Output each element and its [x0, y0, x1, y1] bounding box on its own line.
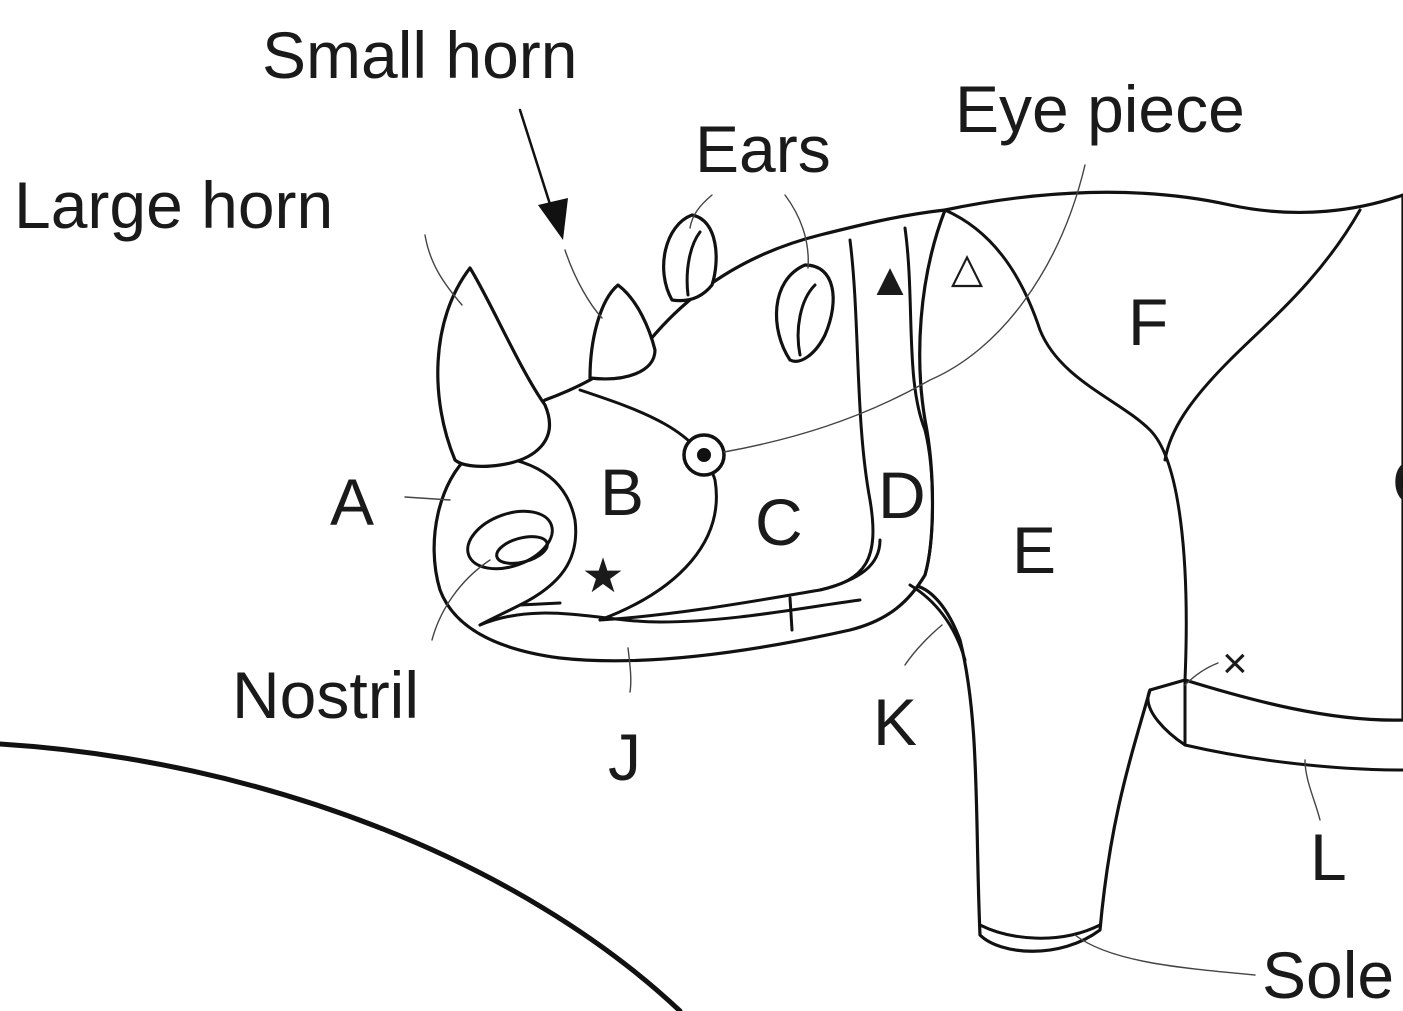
open-triangle-symbol: △	[951, 244, 984, 291]
jaw-tick	[790, 598, 792, 630]
leader-sole	[1075, 935, 1255, 975]
mouth-tick	[520, 603, 560, 605]
label-small-horn: Small horn	[262, 18, 577, 92]
leader-small-horn	[565, 250, 602, 318]
star-symbol: ★	[581, 550, 624, 603]
part-label-x: ×	[1222, 639, 1248, 688]
part-label-b: B	[600, 455, 644, 529]
arrowhead-small-horn	[538, 198, 568, 240]
leader-l	[1305, 760, 1320, 820]
part-label-c: C	[755, 485, 803, 559]
label-sole: Sole	[1262, 938, 1394, 1011]
large-horn	[438, 268, 550, 466]
label-ears: Ears	[695, 112, 831, 186]
part-label-a: A	[330, 465, 374, 539]
part-label-k: K	[873, 685, 917, 759]
small-horn	[590, 285, 655, 379]
label-large-horn: Large horn	[14, 168, 333, 242]
base-curve	[0, 744, 680, 1011]
part-label-l: L	[1310, 820, 1347, 894]
label-eye-piece: Eye piece	[955, 72, 1245, 146]
part-label-f: F	[1128, 285, 1168, 359]
filled-triangle-symbol: ▲	[867, 253, 913, 305]
eye-piece-dot	[697, 448, 711, 462]
part-label-e: E	[1012, 513, 1056, 587]
part-label-g-partial: G	[1392, 445, 1403, 519]
part-label-d: D	[878, 458, 926, 532]
leader-k	[905, 625, 942, 665]
label-nostril: Nostril	[232, 658, 419, 732]
part-label-j: J	[608, 720, 641, 794]
